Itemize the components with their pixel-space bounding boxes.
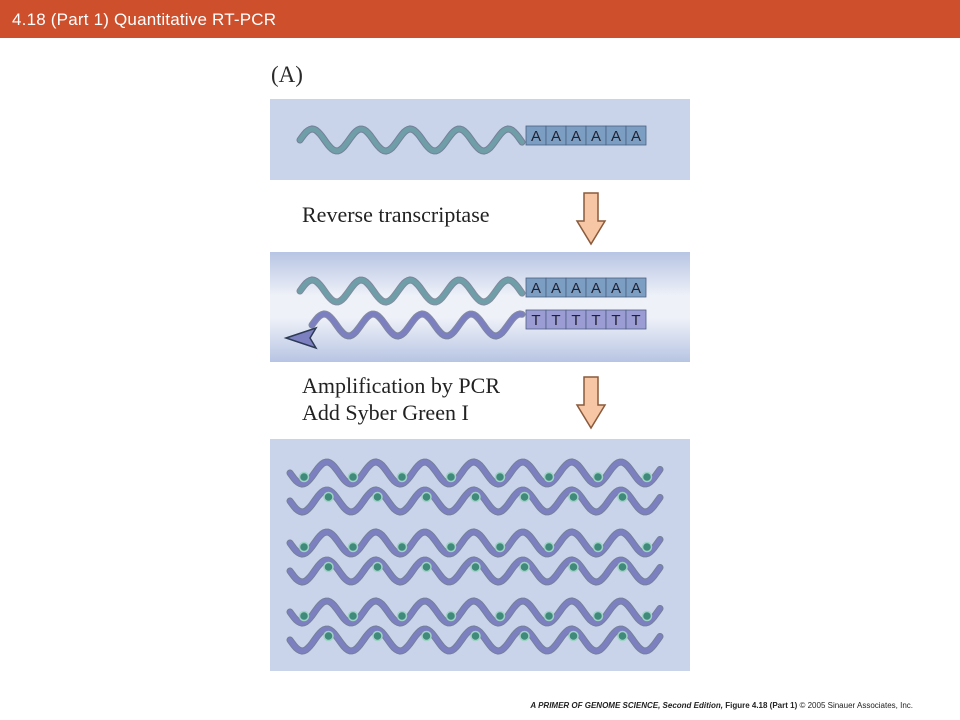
syber-green-dot: [617, 491, 628, 503]
cdna-strand: [309, 311, 525, 339]
poly-a-2-letter: A: [551, 280, 561, 297]
poly-a-2-letter: A: [611, 280, 621, 297]
syber-green-dot: [543, 471, 555, 483]
syber-green-dot: [470, 491, 481, 503]
syber-green-dot: [298, 471, 310, 483]
syber-green-dot: [396, 471, 408, 483]
syber-green-dot: [347, 471, 359, 483]
poly-a-2-letter: A: [571, 280, 581, 297]
syber-green-dot: [617, 630, 628, 642]
syber-green-dot: [543, 610, 555, 622]
syber-green-dot: [445, 471, 457, 483]
syber-green-dot: [470, 561, 481, 573]
syber-green-dot: [641, 610, 653, 622]
mrna-strand: [297, 126, 525, 154]
poly-a-2-letter: A: [591, 280, 601, 297]
down-arrow-1: [575, 192, 607, 246]
poly-t-letter: T: [611, 312, 620, 329]
dsdna-top-strand-2: [287, 529, 663, 557]
syber-green-dot: [568, 561, 579, 573]
syber-green-dot: [323, 630, 334, 642]
dsdna-top-strand-1: [287, 459, 663, 487]
syber-green-dot: [445, 541, 457, 553]
down-arrow-2: [575, 376, 607, 430]
page-title: 4.18 (Part 1) Quantitative RT-PCR: [12, 10, 277, 29]
poly-a-letter: A: [531, 128, 541, 145]
dsdna-bottom-strand-1: [287, 487, 663, 515]
dsdna-bottom-strand-2: [287, 557, 663, 585]
syber-green-dot: [519, 491, 530, 503]
panel-label: (A): [271, 62, 303, 87]
syber-green-dot: [298, 541, 310, 553]
step-label-reverse-transcriptase: Reverse transcriptase: [302, 202, 490, 227]
syber-green-dot: [372, 491, 383, 503]
syber-green-dot: [470, 630, 481, 642]
poly-t-letter: T: [531, 312, 540, 329]
poly-t-letter: T: [551, 312, 560, 329]
syber-green-dot: [592, 471, 604, 483]
poly-a-letter: A: [591, 128, 601, 145]
poly-a-2-letter: A: [631, 280, 641, 297]
syber-green-dot: [494, 610, 506, 622]
syber-green-dot: [519, 630, 530, 642]
footer-copyright: © 2005 Sinauer Associates, Inc.: [799, 701, 913, 710]
syber-green-dot: [494, 541, 506, 553]
title-bar: 4.18 (Part 1) Quantitative RT-PCR: [0, 0, 960, 38]
syber-green-dot: [421, 491, 432, 503]
poly-a-2-letter: A: [531, 280, 541, 297]
figure-credit: A PRIMER OF GENOME SCIENCE, Second Editi…: [530, 701, 913, 710]
syber-green-dot: [641, 541, 653, 553]
syber-green-dot: [519, 561, 530, 573]
syber-green-dot: [347, 610, 359, 622]
syber-green-dot: [592, 541, 604, 553]
footer-book: A PRIMER OF GENOME SCIENCE, Second Editi…: [530, 701, 723, 710]
poly-a-letter: A: [611, 128, 621, 145]
step-label-amplification: Amplification by PCR: [302, 373, 500, 398]
syber-green-dot: [421, 630, 432, 642]
syber-green-dot: [617, 561, 628, 573]
syber-green-dot: [592, 610, 604, 622]
cdna-arrowhead: [283, 326, 318, 350]
syber-green-dot: [372, 630, 383, 642]
syber-green-dot: [641, 471, 653, 483]
syber-green-dot: [347, 541, 359, 553]
poly-a-letter: A: [631, 128, 641, 145]
syber-green-dot: [445, 610, 457, 622]
step-label-syber-green: Add Syber Green I: [302, 400, 469, 425]
rt-panel: [270, 252, 690, 362]
syber-green-dot: [298, 610, 310, 622]
poly-a-box: [625, 125, 647, 146]
poly-a-2-box: [625, 277, 647, 298]
poly-a-letter: A: [551, 128, 561, 145]
syber-green-dot: [396, 610, 408, 622]
dsdna-top-strand-3: [287, 598, 663, 626]
syber-green-dot: [421, 561, 432, 573]
syber-green-dot: [494, 471, 506, 483]
footer-figure: Figure 4.18 (Part 1): [725, 701, 798, 710]
syber-green-dot: [372, 561, 383, 573]
syber-green-dot: [323, 561, 334, 573]
poly-a-letter: A: [571, 128, 581, 145]
dsdna-bottom-strand-3: [287, 626, 663, 654]
syber-green-dot: [568, 630, 579, 642]
syber-green-dot: [543, 541, 555, 553]
poly-t-letter: T: [591, 312, 600, 329]
syber-green-dot: [323, 491, 334, 503]
poly-t-letter: T: [571, 312, 580, 329]
poly-t-letter: T: [631, 312, 640, 329]
mrna-strand-2: [297, 277, 525, 305]
syber-green-dot: [396, 541, 408, 553]
syber-green-dot: [568, 491, 579, 503]
poly-t-box: [625, 309, 647, 330]
